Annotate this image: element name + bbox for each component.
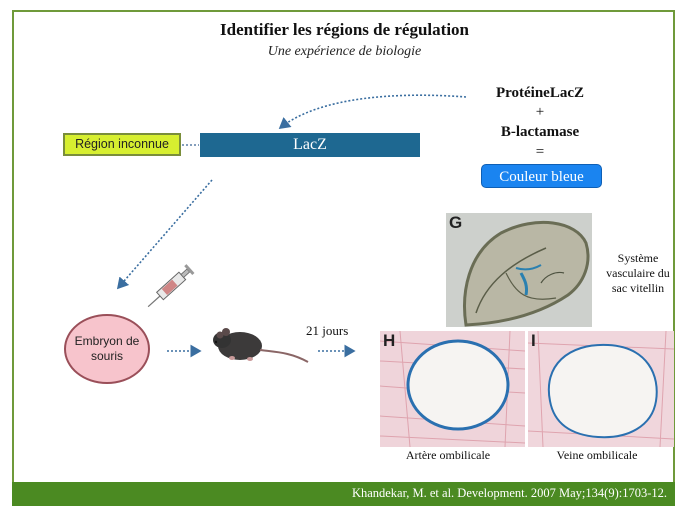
artery-caption: Artère ombilicale xyxy=(405,448,491,462)
unknown-region-box: Région inconnue xyxy=(63,133,181,156)
reaction-protein: ProtéineLacZ xyxy=(495,85,585,101)
panel-letter-h: H xyxy=(383,331,396,350)
footer-bar: Khandekar, M. et al. Development. 2007 M… xyxy=(12,482,675,506)
panel-letter-i: I xyxy=(531,331,536,350)
blue-color-result: Couleur bleue xyxy=(481,164,602,188)
citation: Khandekar, M. et al. Development. 2007 M… xyxy=(351,486,667,500)
mouse-icon xyxy=(213,328,309,363)
vein-caption: Veine ombilicale xyxy=(556,448,638,462)
artery-image xyxy=(380,331,525,447)
reaction-to-lacz-arrow xyxy=(278,94,467,129)
construct-to-embryo-arrow xyxy=(116,179,213,290)
artery-photo: H xyxy=(380,331,525,447)
syringe-icon xyxy=(147,264,195,308)
yolk-sac-photo: G xyxy=(446,213,592,327)
vein-photo: I xyxy=(528,331,674,447)
reaction-lactamase: B-lactamase xyxy=(500,124,580,140)
panel-letter-g: G xyxy=(449,213,463,232)
vein-image xyxy=(528,331,674,447)
yolk-sac-caption: Système vasculaire du sac vitellin xyxy=(606,251,670,295)
mouse-embryo-circle: Embryon de souris xyxy=(64,314,150,384)
time-label: 21 jours xyxy=(306,323,349,338)
slide-title: Identifier les régions de régulation xyxy=(220,20,469,39)
reaction-plus: + xyxy=(535,104,545,120)
slide-subtitle: Une expérience de biologie xyxy=(267,44,422,59)
lacz-gene-bar: LacZ xyxy=(200,133,420,157)
reaction-equals: = xyxy=(535,144,545,160)
yolk-sac-image xyxy=(446,213,592,327)
